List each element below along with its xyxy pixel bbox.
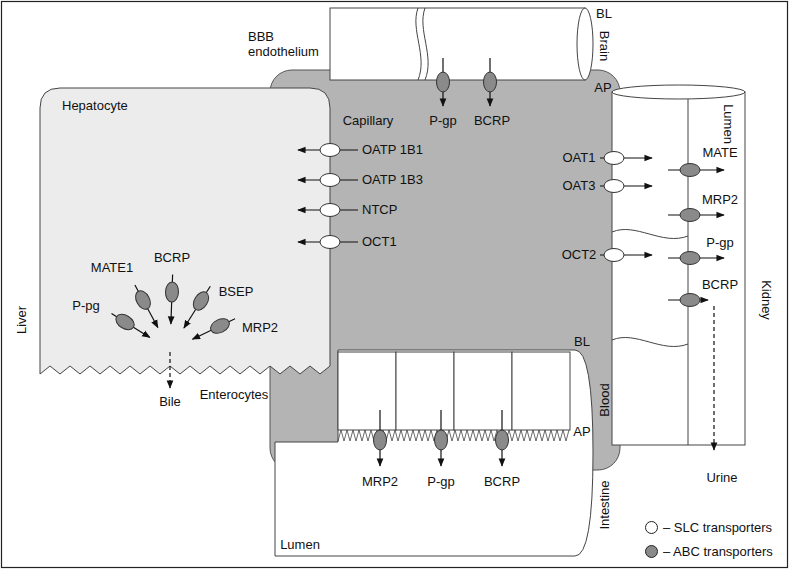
region-label: Lumen [721, 104, 736, 144]
slc-transporter [320, 174, 340, 187]
organ-label: Brain [597, 31, 612, 61]
hepatocyte-group [40, 88, 330, 374]
cell-junction [416, 8, 421, 80]
hepatocyte-cell: Hepatocyte [40, 88, 330, 366]
organ-label: Kidney [759, 280, 774, 320]
transporter-label: NTCP [362, 203, 397, 218]
excretion-arrow [713, 306, 714, 450]
abc-transporter [133, 288, 154, 312]
abc-transporter [680, 294, 700, 307]
tubule-end [612, 85, 745, 99]
abc-transporter [374, 430, 387, 450]
side-label: AP [594, 81, 611, 96]
region-label: Blood [598, 383, 613, 416]
transporter-label: MATE1 [91, 261, 133, 276]
region-label: Capillary [343, 114, 394, 129]
abc-transporter [680, 164, 700, 177]
enterocyte-group [338, 352, 570, 441]
region-label: Hepatocyte [62, 99, 128, 114]
cell-junction [612, 230, 688, 239]
slc-transporter [320, 144, 340, 157]
transporter-label: MRP2 [242, 321, 278, 336]
side-label: BL [596, 7, 612, 22]
abc-transporter [437, 72, 450, 92]
capillary-end [577, 8, 593, 80]
transporter-label: BCRP [474, 114, 510, 129]
legend-swatch [645, 521, 658, 534]
transporter-label: P-gp [427, 475, 454, 490]
legend-entry: – ABC transporters [645, 544, 773, 560]
microvilli [338, 430, 569, 441]
transporter-label: MRP2 [362, 475, 398, 490]
transporter-label: BCRP [702, 278, 738, 293]
excretion-label: Urine [706, 471, 737, 486]
transporter-label: OATP 1B1 [362, 143, 423, 158]
transporter-label: BCRP [154, 251, 190, 266]
transporter-label: MRP2 [702, 193, 738, 208]
membrane-label: BBB endothelium [248, 30, 328, 60]
kidney-tubule [612, 92, 745, 445]
enterocyte [338, 352, 396, 430]
slc-transporter [604, 152, 624, 165]
transporter-label: OAT3 [563, 179, 596, 194]
transporter-label: OCT1 [362, 235, 397, 250]
abc-transporter [113, 311, 137, 333]
bbb-endothelium-wall [330, 8, 585, 80]
legend-text: – SLC transporters [663, 520, 772, 535]
excretion-label: Bile [159, 395, 181, 410]
legend-swatch [645, 545, 658, 558]
excretion-arrow [169, 352, 170, 388]
enterocyte [454, 352, 512, 430]
blood-compartment: Blood [270, 70, 620, 470]
abc-transporter [190, 289, 212, 313]
enterocyte [396, 352, 454, 430]
legend-text: – ABC transporters [663, 544, 773, 559]
side-label: AP [573, 425, 590, 440]
transporter-label: MATE [702, 146, 737, 161]
slc-transporter [604, 180, 624, 193]
organ-label: Intestine [598, 480, 613, 529]
region-label: Lumen [280, 538, 320, 553]
abc-transporter [165, 282, 179, 302]
abc-transporter [484, 72, 497, 92]
abc-transporter [496, 430, 509, 450]
cell-label: Enterocytes [200, 388, 269, 403]
transporter-label: P-gp [429, 114, 456, 129]
transporter-label: BCRP [484, 475, 520, 490]
transporter-label: OAT1 [563, 151, 596, 166]
abc-transporter [435, 430, 448, 450]
legend-entry: – SLC transporters [645, 520, 772, 536]
intestine-lumen [275, 350, 593, 556]
cell-junction [612, 338, 688, 347]
apical-membrane [688, 99, 689, 445]
transporter-label: BSEP [219, 285, 254, 300]
abc-transporter [208, 316, 232, 336]
slc-transporter [320, 204, 340, 217]
hepatocyte-outline [40, 88, 330, 374]
organ-label: Liver [15, 306, 30, 334]
abc-transporter [680, 252, 700, 265]
transporter-label: P-gp [706, 236, 733, 251]
abc-transporter [680, 209, 700, 222]
enterocyte [512, 352, 570, 430]
transporter-label: OATP 1B3 [362, 173, 423, 188]
side-label: BL [574, 335, 590, 350]
cell-junction [423, 8, 428, 80]
transporter-label: P-pg [72, 299, 99, 314]
transporter-group [112, 58, 725, 466]
slc-transporter [320, 236, 340, 249]
slc-transporter [604, 249, 624, 262]
transporter-label: OCT2 [562, 248, 597, 263]
